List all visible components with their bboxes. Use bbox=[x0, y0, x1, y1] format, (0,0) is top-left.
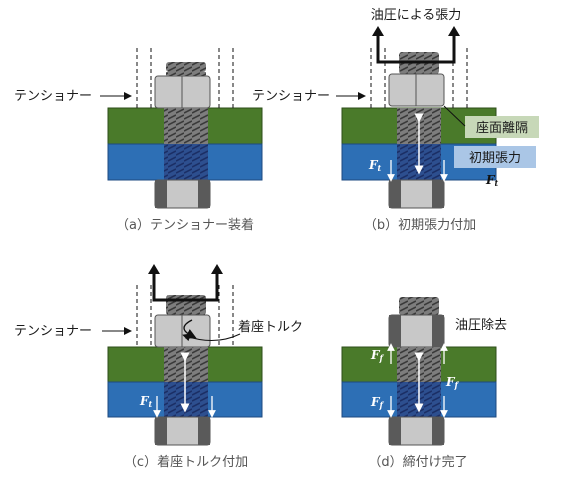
bolt-shank-blue bbox=[164, 144, 208, 180]
seat-gap-box bbox=[465, 116, 539, 138]
bolt-head-shade-left bbox=[389, 180, 401, 208]
initial-tension-label: 初期張力 bbox=[469, 151, 521, 166]
nut-shade-right bbox=[432, 315, 444, 347]
bolt-shank-green bbox=[164, 347, 208, 382]
caption-c: （c）着座トルク付加 bbox=[124, 454, 248, 470]
thread-top bbox=[166, 72, 206, 76]
initial-tension-box bbox=[454, 146, 536, 168]
force-label-ff-lower: Ff bbox=[370, 395, 385, 410]
seat-gap-leader bbox=[443, 105, 466, 127]
hydraulic-release-label: 油圧除去 bbox=[455, 318, 507, 333]
bolt-head-shade-left bbox=[155, 180, 167, 208]
bolt-tip bbox=[166, 295, 206, 315]
bolt-shank-blue bbox=[164, 382, 208, 417]
panel-b: 油圧による張力 テンショナー Ft Ft 座面離隔 初期張力 （b）初期張力付加 bbox=[252, 8, 539, 233]
tensioner-label: テンショナー bbox=[14, 89, 92, 104]
hydraulic-pull-bracket bbox=[376, 34, 456, 64]
tensioner-label: テンショナー bbox=[252, 89, 330, 104]
bolt-head-shade-left bbox=[389, 417, 401, 445]
torque-rotation-arrow bbox=[183, 319, 197, 339]
caption-a: （a）テンショナー装着 bbox=[116, 217, 254, 233]
bolt-tip bbox=[399, 297, 439, 315]
bolt-head-shade-left bbox=[155, 417, 167, 445]
hydraulic-pull-bracket bbox=[152, 272, 219, 302]
pull-arrow-left bbox=[148, 264, 160, 274]
bolt-head-shade-right bbox=[198, 180, 210, 208]
pull-arrow-right bbox=[448, 26, 460, 36]
caption-d: （d）締付け完了 bbox=[368, 454, 467, 470]
panel-c: テンショナー 着座トルク Ft （c）着座トルク付加 bbox=[14, 264, 303, 470]
force-label-ff-upper: Ff bbox=[370, 348, 385, 363]
tensioner-label: テンショナー bbox=[14, 324, 92, 339]
panel-d: 油圧除去 Ff Ff Ff （d）締付け完了 bbox=[341, 297, 507, 470]
pull-arrow-left bbox=[372, 26, 384, 36]
pull-arrow-right bbox=[211, 264, 223, 274]
caption-b: （b）初期張力付加 bbox=[364, 218, 476, 233]
bolt-tip bbox=[166, 62, 206, 72]
seat-gap-label: 座面離隔 bbox=[476, 121, 528, 136]
force-label-ff-right: Ff bbox=[445, 375, 460, 390]
bolt-head-shade-right bbox=[432, 180, 444, 208]
nut-shade-left bbox=[389, 315, 401, 347]
force-label-ft: Ft bbox=[368, 158, 382, 173]
bolt-head-shade-right bbox=[198, 417, 210, 445]
force-label-ft-right: Ft bbox=[485, 173, 499, 188]
seat-torque-label: 着座トルク bbox=[238, 319, 303, 335]
bolt-shank-green bbox=[164, 108, 208, 144]
panel-a: テンショナー （a）テンショナー装着 bbox=[14, 48, 263, 233]
force-label-ft: Ft bbox=[139, 394, 153, 409]
bolt-head-shade-right bbox=[432, 417, 444, 445]
hydraulic-tension-label: 油圧による張力 bbox=[371, 8, 462, 23]
